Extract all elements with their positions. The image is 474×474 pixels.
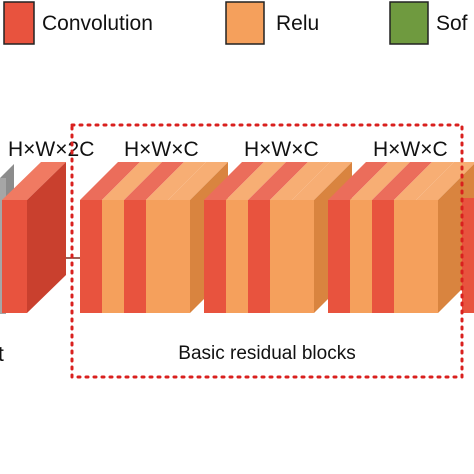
legend-item-relu: Relu (225, 1, 319, 45)
block-3-layer-4-relu-top (394, 162, 454, 200)
residual-group-box (70, 123, 464, 379)
legend-label-convolution: Convolution (42, 12, 153, 35)
block-2-layer-5-relu-face (292, 200, 314, 313)
block-2-layer-3-convolution-face (248, 200, 270, 313)
input-conv-side (27, 162, 66, 313)
legend-label-relu: Relu (276, 12, 319, 35)
legend-swatch-softmax (389, 1, 429, 45)
block-3-layer-5-relu-face (416, 200, 438, 313)
block-1-layer-5-relu-top (168, 162, 228, 200)
block-1-layer-5-relu-face (168, 200, 190, 313)
legend-swatch-relu (225, 1, 265, 45)
block-3-layer-2-relu-top (350, 162, 410, 200)
dimension-label-block-3: H×W×C (373, 138, 448, 161)
input-conv-face (2, 200, 27, 313)
residual-block-3 (328, 162, 474, 313)
block-1-layer-3-convolution-face (124, 200, 146, 313)
block-1-layer-2-relu-face (102, 200, 124, 313)
legend-label-softmax: Sof (436, 12, 468, 35)
dimension-labels: H×W×2C H×W×C H×W×C H×W×C (8, 138, 448, 161)
block-2-layer-1-convolution-top (204, 162, 264, 200)
block-1-layer-2-relu-top (102, 162, 162, 200)
legend-swatch-convolution (3, 1, 35, 45)
residual-group-label: Basic residual blocks (178, 343, 355, 364)
dimension-label-input: H×W×2C (8, 138, 94, 161)
block-3-layer-3-convolution-top (372, 162, 432, 200)
output-conv-block-partial (462, 198, 474, 313)
block-1-layer-3-convolution-top (124, 162, 184, 200)
block-2-layer-5-relu-top (292, 162, 352, 200)
block-1-layer-4-relu-face (146, 200, 168, 313)
block-2-layer-2-relu-top (226, 162, 286, 200)
input-conv-block (2, 162, 66, 313)
block-2-layer-3-convolution-top (248, 162, 308, 200)
block-3-layer-3-convolution-face (372, 200, 394, 313)
block-1-layer-1-convolution-face (80, 200, 102, 313)
legend-item-softmax: Sof (389, 1, 468, 45)
dimension-label-block-1: H×W×C (124, 138, 199, 161)
block-2-layer-1-convolution-face (204, 200, 226, 313)
block-3-layer-1-convolution-top (328, 162, 388, 200)
block-3-layer-5-relu-top (416, 162, 474, 200)
block-2-layer-4-relu-face (270, 200, 292, 313)
block-2-layer-4-relu-top (270, 162, 330, 200)
dimension-label-block-2: H×W×C (244, 138, 319, 161)
block-3-layer-1-convolution-face (328, 200, 350, 313)
block-3-layer-4-relu-face (394, 200, 416, 313)
block-1-layer-1-convolution-top (80, 162, 140, 200)
block-2-layer-2-relu-face (226, 200, 248, 313)
cut-off-text: t (0, 343, 4, 366)
block-1-layer-4-relu-top (146, 162, 206, 200)
input-conv-top (2, 162, 66, 200)
block-3-layer-2-relu-face (350, 200, 372, 313)
legend: Convolution Relu Sof (3, 1, 468, 45)
legend-item-convolution: Convolution (3, 1, 153, 45)
